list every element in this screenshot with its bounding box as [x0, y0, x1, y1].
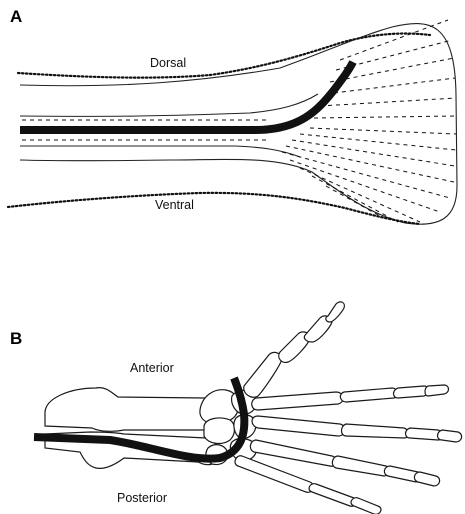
- ventral-dotted-line: [8, 193, 420, 224]
- label-ventral: Ventral: [155, 199, 194, 212]
- label-dorsal: Dorsal: [150, 57, 186, 70]
- panel-b-letter: B: [10, 330, 22, 347]
- inner-lower-edge: [20, 146, 300, 157]
- panel-b-diagram: [34, 302, 462, 514]
- inner-upper-edge: [20, 94, 318, 116]
- label-anterior: Anterior: [130, 362, 174, 375]
- index-finger-bones: [252, 385, 449, 410]
- middle-finger-bones: [252, 416, 462, 442]
- panel-a-letter: A: [10, 8, 22, 25]
- dorsal-dotted-line: [18, 34, 430, 78]
- label-posterior: Posterior: [117, 492, 167, 505]
- thumb-bones: [244, 302, 345, 397]
- radiating-dashed-fibers: [282, 20, 456, 222]
- ulna-bone: [45, 388, 214, 432]
- body-outline: [20, 24, 457, 225]
- panel-a-diagram: [8, 20, 457, 224]
- tube-panel-a: [20, 62, 353, 130]
